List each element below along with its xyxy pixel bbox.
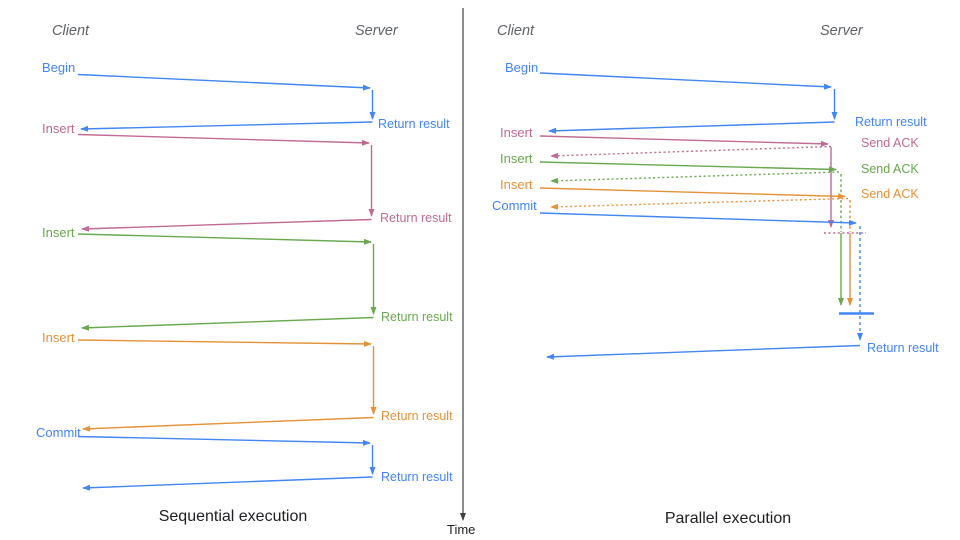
parallel-server-header: Server bbox=[820, 23, 863, 39]
sequential-insert1-return bbox=[81, 218, 372, 232]
sequential-message-label: Insert bbox=[42, 225, 75, 240]
sequential-commit-request bbox=[77, 435, 371, 446]
parallel-begin-request bbox=[539, 72, 832, 90]
sequential-insert2-request bbox=[77, 233, 372, 245]
parallel-message-label: Insert bbox=[500, 177, 533, 192]
sequential-message-label: Commit bbox=[36, 425, 81, 440]
sequential-annotation-label: Return result bbox=[380, 211, 452, 225]
parallel-annotation-label: Send ACK bbox=[861, 187, 919, 201]
parallel-client-header: Client bbox=[497, 23, 535, 39]
sequential-insert3-request bbox=[77, 339, 372, 347]
parallel-message-label: Commit bbox=[492, 198, 537, 213]
time-axis-label: Time bbox=[447, 522, 476, 537]
parallel-insert1-ack bbox=[550, 145, 832, 159]
parallel-annotation-label: Send ACK bbox=[861, 136, 919, 150]
sequential-message-label: Begin bbox=[42, 60, 76, 75]
sequential-annotation-label: Return result bbox=[381, 470, 453, 484]
sequential-message-label: Insert bbox=[42, 330, 75, 345]
sequential-commit-return bbox=[82, 476, 373, 491]
parallel-commit-return bbox=[546, 344, 861, 360]
sequential-server-header: Server bbox=[355, 23, 398, 39]
sequential-annotation-label: Return result bbox=[378, 117, 450, 131]
parallel-begin-return bbox=[548, 121, 835, 134]
sequential-annotation-label: Return result bbox=[381, 310, 453, 324]
parallel-insert2-ack bbox=[550, 171, 840, 184]
sequential-begin-request bbox=[77, 73, 371, 91]
parallel-insert1-request bbox=[539, 135, 829, 147]
parallel-annotation-label: Return result bbox=[867, 341, 939, 355]
sequential-begin-return bbox=[80, 121, 373, 132]
sequential-insert1-request bbox=[77, 133, 370, 146]
sequential-insert2-return bbox=[81, 316, 374, 331]
parallel-insert3-ack bbox=[550, 197, 849, 210]
sequential-message-label: Insert bbox=[42, 121, 75, 136]
sequential-title: Sequential execution bbox=[158, 508, 308, 525]
parallel-title: Parallel execution bbox=[664, 510, 792, 527]
parallel-message-label: Begin bbox=[505, 60, 539, 75]
parallel-insert2-request bbox=[539, 161, 837, 173]
parallel-annotation-label: Send ACK bbox=[861, 162, 919, 176]
parallel-commit-request bbox=[539, 212, 857, 226]
parallel-annotation-label: Return result bbox=[855, 115, 927, 129]
parallel-insert3-request bbox=[539, 187, 846, 200]
parallel-message-label: Insert bbox=[500, 151, 533, 166]
parallel-message-label: Insert bbox=[500, 125, 533, 140]
sequential-annotation-label: Return result bbox=[381, 409, 453, 423]
sequential-insert3-return bbox=[82, 416, 374, 432]
sequential-client-header: Client bbox=[52, 23, 90, 39]
